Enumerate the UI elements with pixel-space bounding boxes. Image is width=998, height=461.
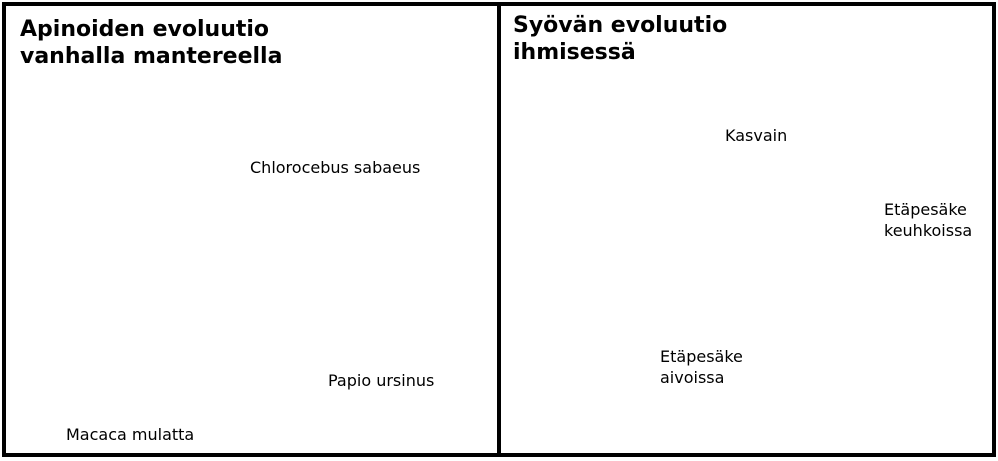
brain-metastasis-label-line1: Etäpesäke <box>660 347 743 366</box>
primate-evolution-panel: Apinoiden evoluutio vanhalla mantereella… <box>2 2 501 457</box>
species-label-papio: Papio ursinus <box>328 371 435 390</box>
cancer-evolution-panel: Syövän evoluutio ihmisessä Kasvain Etäpe… <box>497 2 996 457</box>
right-title-line1: Syövän evoluutio <box>513 13 728 38</box>
species-label-chlorocebus: Chlorocebus sabaeus <box>250 158 421 177</box>
lung-metastasis-label-line2: keuhkoissa <box>884 221 973 240</box>
right-panel-title: Syövän evoluutio ihmisessä <box>513 12 727 66</box>
species-label-macaca: Macaca mulatta <box>66 425 195 444</box>
left-title-line2: vanhalla mantereella <box>20 44 283 69</box>
left-title-line1: Apinoiden evoluutio <box>20 17 270 42</box>
lung-metastasis-label: Etäpesäke keuhkoissa <box>884 199 972 241</box>
brain-metastasis-label: Etäpesäke aivoissa <box>660 346 743 388</box>
brain-metastasis-label-line2: aivoissa <box>660 368 725 387</box>
tumor-label: Kasvain <box>725 126 788 145</box>
left-panel-title: Apinoiden evoluutio vanhalla mantereella <box>20 16 282 70</box>
lung-metastasis-label-line1: Etäpesäke <box>884 200 967 219</box>
right-title-line2: ihmisessä <box>513 40 636 65</box>
